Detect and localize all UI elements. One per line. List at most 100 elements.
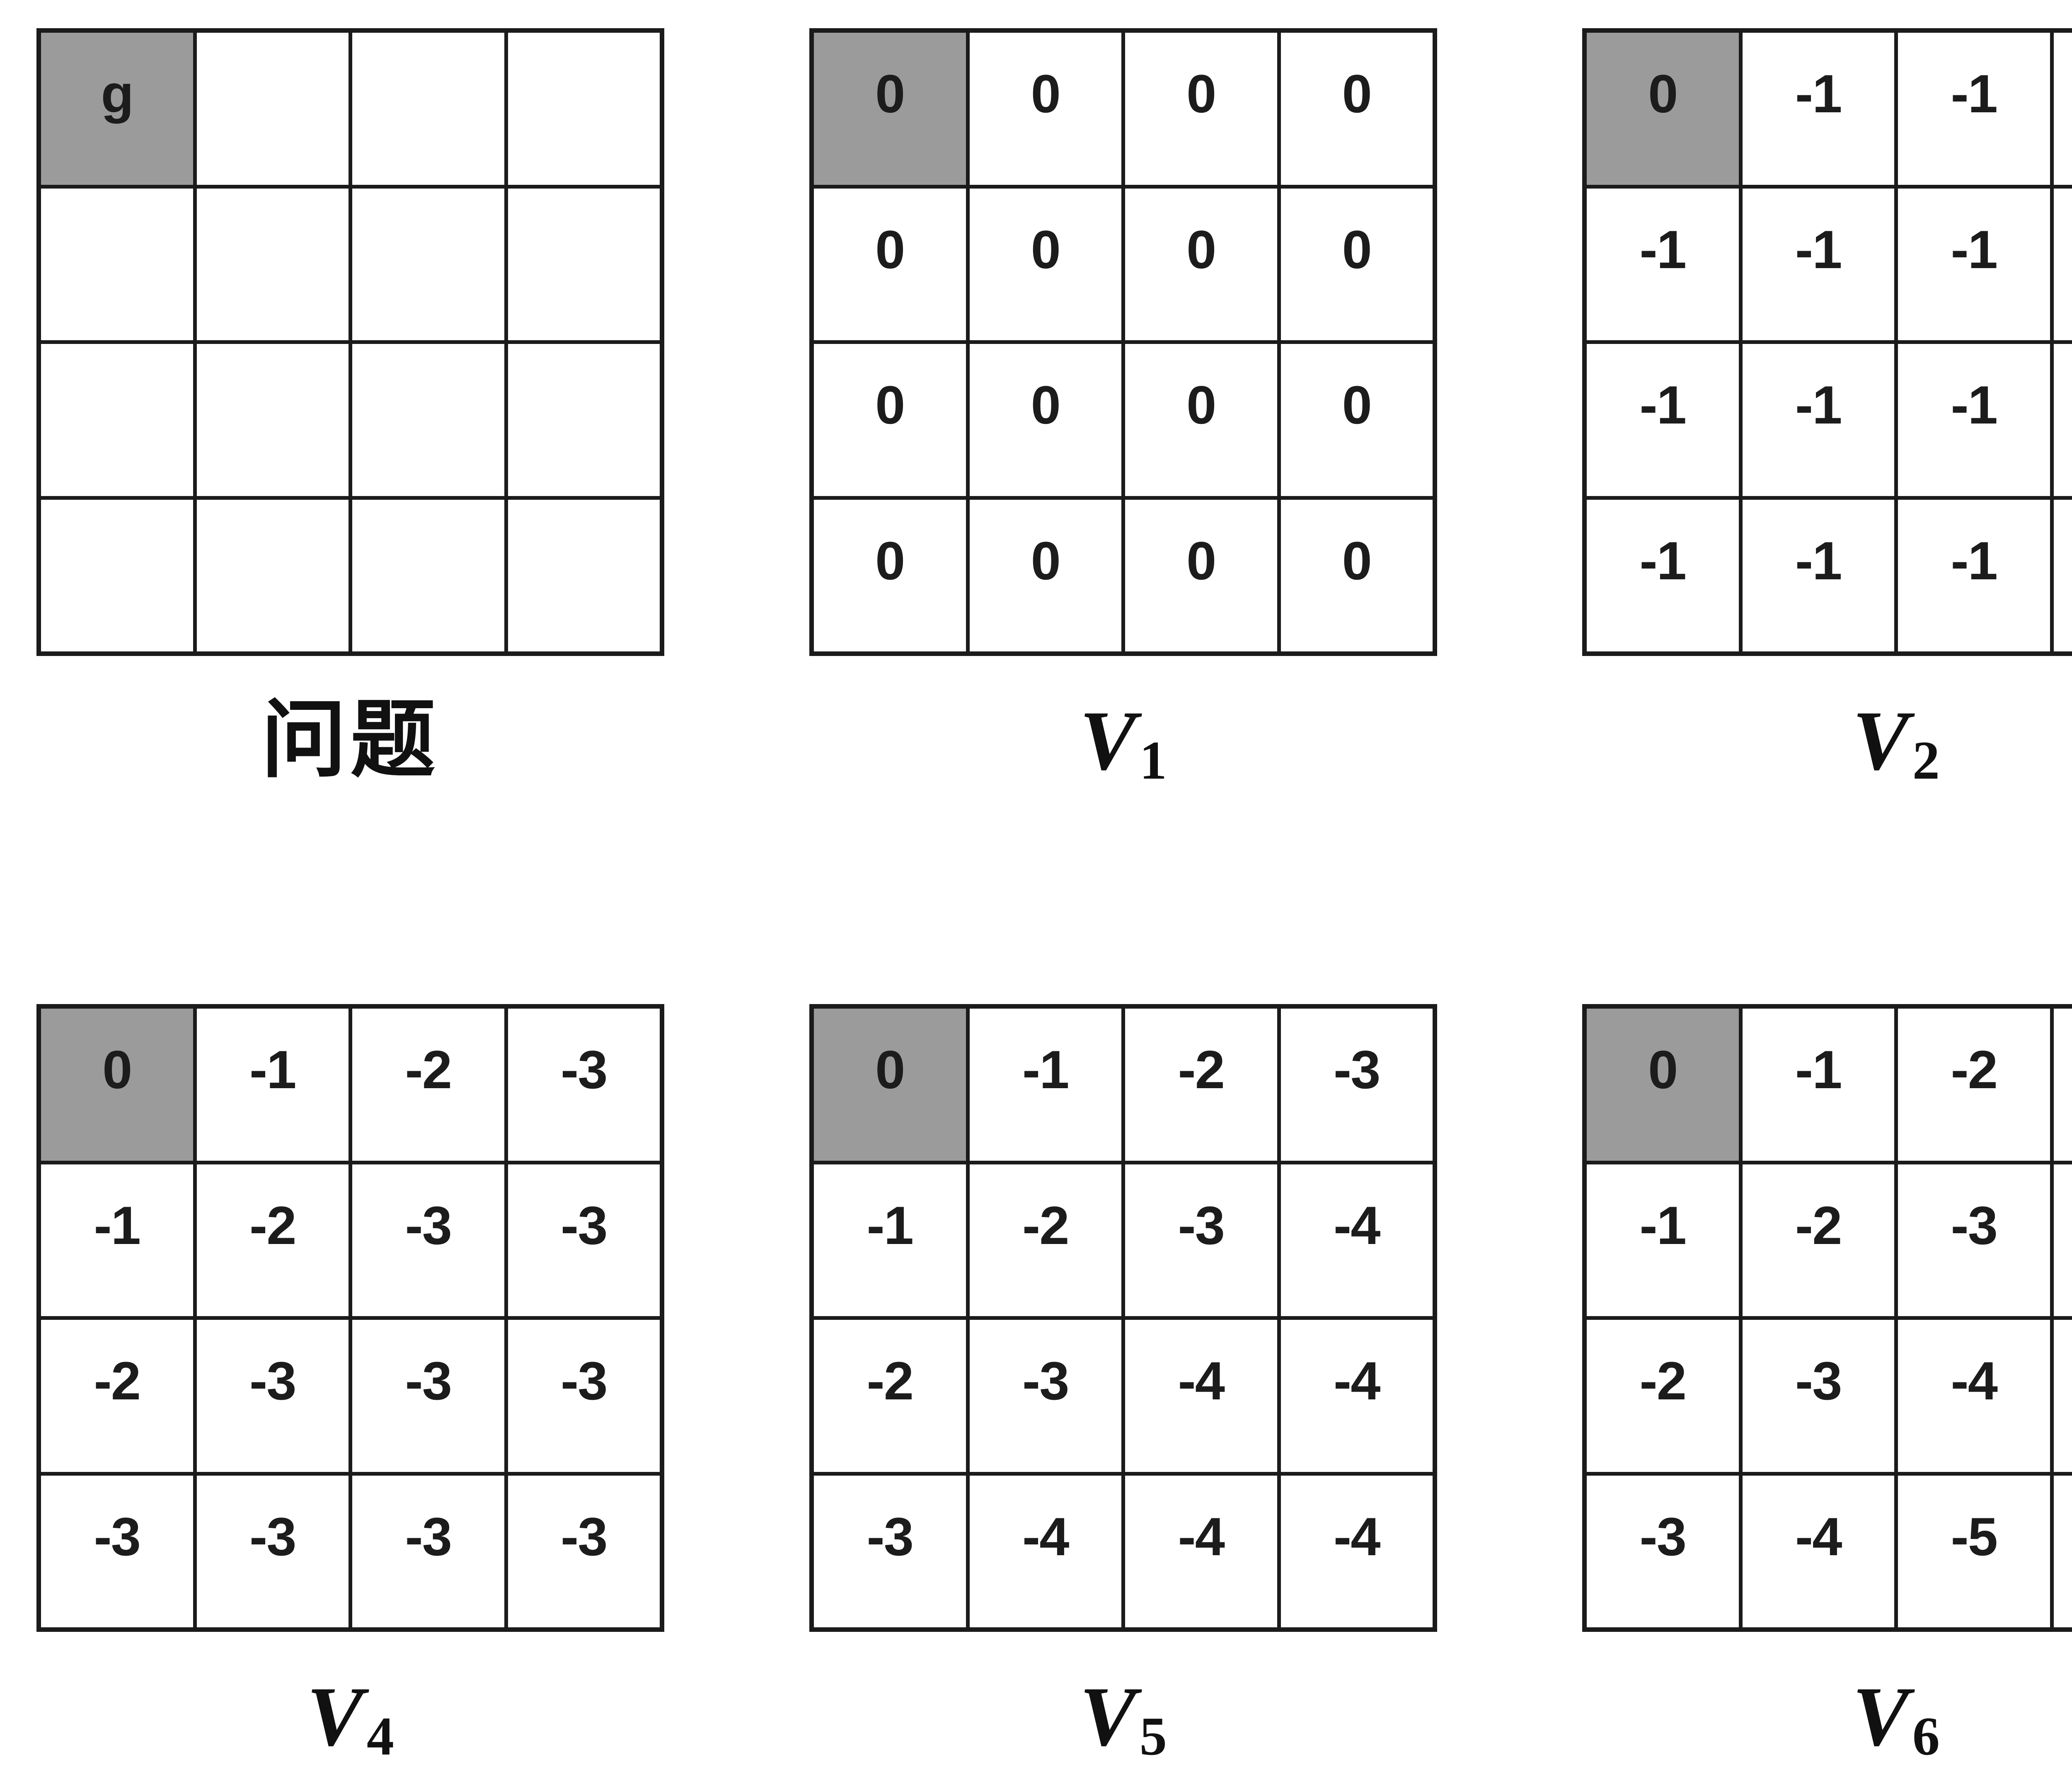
- cell-V2-r3c1: -1: [1742, 499, 1894, 651]
- cell-problem-r2c1: [196, 344, 349, 496]
- cell-V6-r1c1: -2: [1742, 1164, 1894, 1316]
- cell-V1-r0c2: 0: [1125, 33, 1277, 185]
- cell-V4-r0c2: -2: [352, 1009, 504, 1161]
- figure-label-problem: 问题: [261, 692, 440, 789]
- cell-V2-r1c3: -1: [2053, 188, 2072, 340]
- grid-V5: 0-1-2-3-1-2-3-4-2-3-4-4-3-4-4-4: [809, 1004, 1437, 1632]
- cell-V4-r3c2: -3: [352, 1475, 504, 1627]
- cell-problem-r0c2: [352, 33, 504, 185]
- cell-V4-r2c1: -3: [196, 1320, 349, 1472]
- cell-V4-r0c0-goal: 0: [41, 1009, 193, 1161]
- grid-problem: g: [36, 28, 664, 656]
- cell-V5-r0c0-goal: 0: [814, 1009, 966, 1161]
- cell-V6-r2c3: -5: [2053, 1320, 2072, 1472]
- cell-V4-r1c3: -3: [508, 1164, 660, 1316]
- cell-V6-r1c3: -4: [2053, 1164, 2072, 1316]
- cell-V2-r2c1: -1: [1742, 344, 1894, 496]
- cell-V1-r2c3: 0: [1280, 344, 1433, 496]
- cell-V1-r0c3: 0: [1280, 33, 1433, 185]
- cell-problem-r2c0: [41, 344, 193, 496]
- grid-V4: 0-1-2-3-1-2-3-3-2-3-3-3-3-3-3-3: [36, 1004, 664, 1632]
- cell-V4-r3c1: -3: [196, 1475, 349, 1627]
- cell-problem-r2c3: [508, 344, 660, 496]
- cell-V6-r1c0: -1: [1587, 1164, 1739, 1316]
- cell-V6-r0c2: -2: [1898, 1009, 2050, 1161]
- cell-V2-r2c0: -1: [1587, 344, 1739, 496]
- cell-V4-r1c1: -2: [196, 1164, 349, 1316]
- cell-V5-r0c1: -1: [969, 1009, 1121, 1161]
- cell-V5-r2c0: -2: [814, 1320, 966, 1472]
- cell-V1-r2c0: 0: [814, 344, 966, 496]
- cell-V2-r0c0-goal: 0: [1587, 33, 1739, 185]
- cell-V6-r0c1: -1: [1742, 1009, 1894, 1161]
- cell-V2-r0c2: -1: [1898, 33, 2050, 185]
- cell-V5-r3c0: -3: [814, 1475, 966, 1627]
- cell-problem-r0c3: [508, 33, 660, 185]
- grid-V6: 0-1-2-3-1-2-3-4-2-3-4-5-3-4-5-5: [1582, 1004, 2072, 1632]
- cell-V2-r3c3: -1: [2053, 499, 2072, 651]
- grid-figure-V6: 0-1-2-3-1-2-3-4-2-3-4-5-3-4-5-5V6: [1582, 1004, 2072, 1764]
- cell-problem-r3c1: [196, 499, 349, 651]
- cell-problem-r3c3: [508, 499, 660, 651]
- cell-V1-r3c1: 0: [969, 499, 1121, 651]
- cell-V6-r2c1: -3: [1742, 1320, 1894, 1472]
- cell-V5-r0c2: -2: [1125, 1009, 1277, 1161]
- cell-V1-r2c1: 0: [969, 344, 1121, 496]
- cell-V1-r1c1: 0: [969, 188, 1121, 340]
- figure-label-symbol: V: [1852, 1669, 1909, 1764]
- cell-problem-r1c0: [41, 188, 193, 340]
- cell-V4-r2c2: -3: [352, 1320, 504, 1472]
- cell-V1-r1c0: 0: [814, 188, 966, 340]
- cell-V1-r3c0: 0: [814, 499, 966, 651]
- grid-figure-V2: 0-1-1-1-1-1-1-1-1-1-1-1-1-1-1-1V2: [1582, 28, 2072, 789]
- cell-V2-r1c2: -1: [1898, 188, 2050, 340]
- cell-V2-r1c1: -1: [1742, 188, 1894, 340]
- cell-problem-r1c3: [508, 188, 660, 340]
- cell-V5-r1c0: -1: [814, 1164, 966, 1316]
- cell-V4-r3c3: -3: [508, 1475, 660, 1627]
- figure-label-symbol: V: [1080, 1669, 1136, 1764]
- cell-V5-r1c1: -2: [969, 1164, 1121, 1316]
- cell-V1-r3c3: 0: [1280, 499, 1433, 651]
- cell-V6-r3c3: -5: [2053, 1475, 2072, 1627]
- cell-V6-r3c1: -4: [1742, 1475, 1894, 1627]
- cell-V1-r3c2: 0: [1125, 499, 1277, 651]
- grid-V2: 0-1-1-1-1-1-1-1-1-1-1-1-1-1-1-1: [1582, 28, 2072, 656]
- cell-V5-r2c1: -3: [969, 1320, 1121, 1472]
- cell-problem-r2c2: [352, 344, 504, 496]
- cell-V2-r3c0: -1: [1587, 499, 1739, 651]
- cell-V5-r3c2: -4: [1125, 1475, 1277, 1627]
- cell-problem-r3c0: [41, 499, 193, 651]
- cell-V6-r0c0-goal: 0: [1587, 1009, 1739, 1161]
- grid-figure-problem: g 问题: [36, 28, 664, 789]
- figure-label-symbol: V: [1080, 693, 1136, 788]
- cell-problem-r1c2: [352, 188, 504, 340]
- cell-V1-r0c1: 0: [969, 33, 1121, 185]
- cell-V2-r2c2: -1: [1898, 344, 2050, 496]
- cell-V6-r3c2: -5: [1898, 1475, 2050, 1627]
- figure-label-symbol: V: [307, 1669, 363, 1764]
- cell-V5-r2c2: -4: [1125, 1320, 1277, 1472]
- cell-problem-r3c2: [352, 499, 504, 651]
- cell-V6-r2c0: -2: [1587, 1320, 1739, 1472]
- cell-V2-r0c3: -1: [2053, 33, 2072, 185]
- cell-V6-r3c0: -3: [1587, 1475, 1739, 1627]
- cell-V4-r1c2: -3: [352, 1164, 504, 1316]
- cell-V6-r1c2: -3: [1898, 1164, 2050, 1316]
- cell-V1-r1c2: 0: [1125, 188, 1277, 340]
- cell-problem-r0c1: [196, 33, 349, 185]
- cell-V6-r2c2: -4: [1898, 1320, 2050, 1472]
- cell-V4-r0c1: -1: [196, 1009, 349, 1161]
- cell-V2-r0c1: -1: [1742, 33, 1894, 185]
- cell-V2-r3c2: -1: [1898, 499, 2050, 651]
- cell-V6-r0c3: -3: [2053, 1009, 2072, 1161]
- cell-V5-r3c1: -4: [969, 1475, 1121, 1627]
- cell-problem-r1c1: [196, 188, 349, 340]
